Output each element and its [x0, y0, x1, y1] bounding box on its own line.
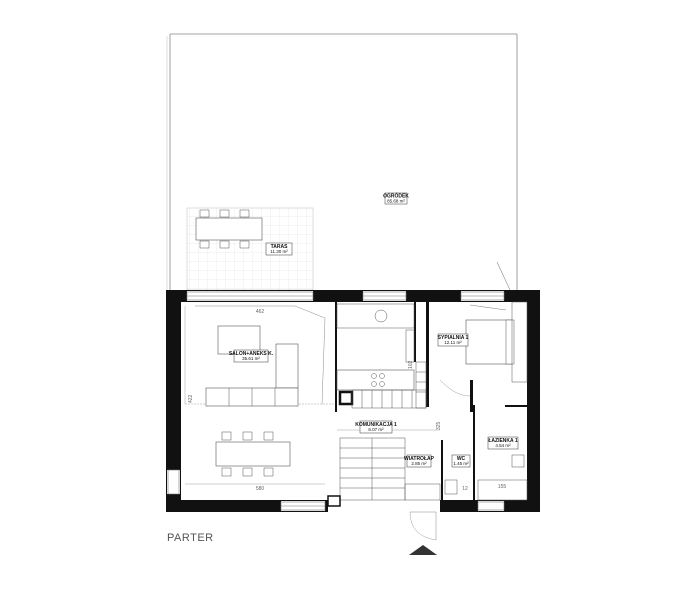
garden-label: OGRÓDEK	[383, 192, 409, 200]
garden-area: OGRÓDEK 85.68 m²	[166, 33, 518, 291]
bathroom-area-value: 4.54 m²	[495, 443, 511, 448]
terrace-label: TARAS	[271, 244, 289, 250]
garden-area-value: 85.68 m²	[387, 199, 405, 204]
vestibule-label: WIATROŁAP	[404, 456, 435, 462]
kitchen: 102	[336, 303, 415, 391]
bathroom-label: ŁAZIENKA 1	[488, 438, 517, 444]
bath-width-dim: 155	[498, 484, 507, 490]
terrace: TARAS 11.30 m²	[186, 207, 314, 291]
wc: WC 1.45 m² 12	[444, 454, 471, 495]
vestibule-area-value: 2.85 m²	[411, 461, 427, 466]
wc-area-value: 1.45 m²	[453, 461, 469, 466]
floor-label: PARTER	[167, 532, 214, 544]
hallway: KOMUNIKACJA 1 6.07 m² 325	[337, 420, 442, 434]
interior-walls	[335, 302, 527, 500]
hallway-area-value: 6.07 m²	[368, 427, 384, 432]
dining-width-dim: 580	[256, 486, 265, 492]
staircase	[327, 361, 427, 507]
living-room: SALON+ANEKS K. 35.61 m² 462 422	[184, 305, 335, 407]
salon-depth-dim: 422	[188, 394, 194, 403]
bedroom-area-value: 12.11 m²	[444, 340, 462, 345]
bedroom-depth-dim: 102	[408, 360, 414, 369]
corridor-length-dim: 325	[436, 421, 442, 430]
wc-label: WC	[457, 456, 466, 462]
salon-label: SALON+ANEKS K.	[229, 351, 274, 357]
terrace-area-value: 11.30 m²	[270, 249, 288, 254]
bathroom: ŁAZIENKA 1 4.54 m² 155	[477, 436, 528, 501]
salon-width-dim: 462	[256, 309, 265, 315]
bedroom: SYPIALNIA 1 12.11 m²	[438, 301, 528, 397]
vestibule: WIATROŁAP 2.85 m²	[404, 454, 441, 541]
dining-area: 580	[185, 431, 325, 492]
hallway-label: KOMUNIKACJA 1	[355, 422, 397, 428]
salon-area-value: 35.61 m²	[242, 356, 260, 361]
entrance-arrow-icon	[409, 545, 437, 555]
windows	[167, 291, 505, 511]
bedroom-label: SYPIALNIA 1	[438, 335, 469, 341]
wc-width-dim: 12	[462, 486, 468, 492]
